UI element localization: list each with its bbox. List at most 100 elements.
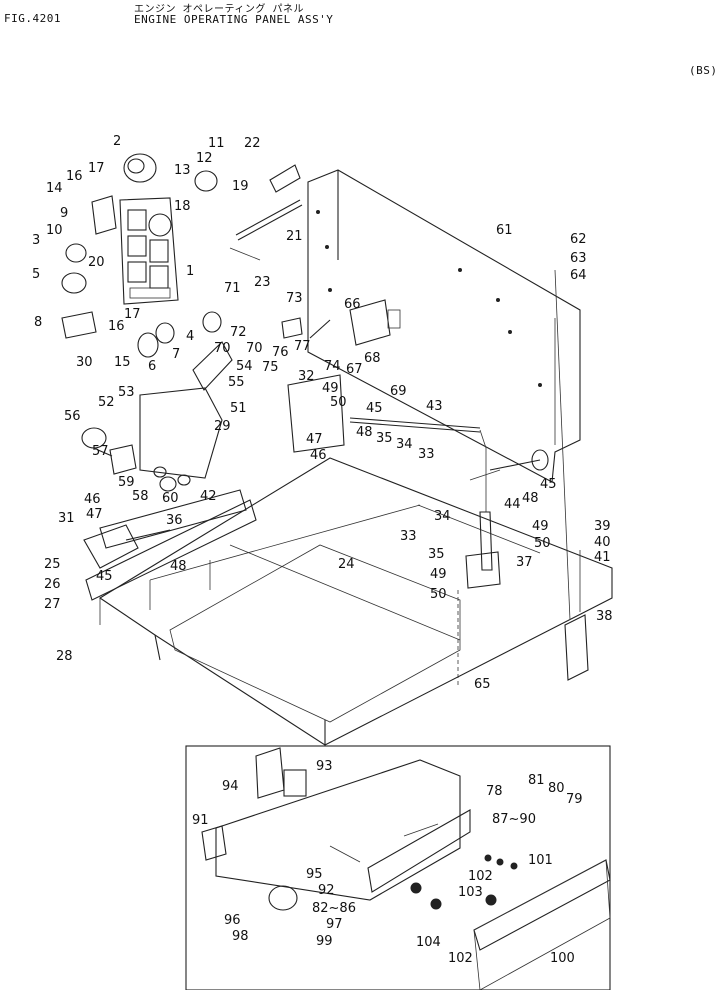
part-label-50c: 50 (534, 536, 551, 551)
part-label-54: 54 (236, 359, 253, 374)
part-label-77: 77 (294, 339, 311, 354)
part-label-55: 55 (228, 375, 245, 390)
part-label-14: 14 (46, 181, 63, 196)
part-label-100: 100 (550, 951, 575, 966)
part-label-27: 27 (44, 597, 61, 612)
part-label-36: 36 (166, 513, 183, 528)
part-number-labels: 2 11 12 13 22 19 16 17 14 9 10 18 21 3 2… (32, 134, 613, 966)
part-label-10: 10 (46, 223, 63, 238)
title-english: ENGINE OPERATING PANEL ASS'Y (134, 13, 334, 26)
part-label-8: 8 (34, 315, 42, 330)
part-label-92: 92 (318, 883, 335, 898)
part-label-48b: 48 (170, 559, 187, 574)
part-label-73: 73 (286, 291, 303, 306)
part-label-35: 35 (376, 431, 393, 446)
part-label-16: 16 (66, 169, 83, 184)
part-label-47b: 47 (86, 507, 103, 522)
part-label-72: 72 (230, 325, 247, 340)
part-label-28: 28 (56, 649, 73, 664)
part-label-80: 80 (548, 781, 565, 796)
part-label-97: 97 (326, 917, 343, 932)
part-label-34b: 34 (434, 509, 451, 524)
part-label-102: 102 (468, 869, 493, 884)
part-label-33: 33 (418, 447, 435, 462)
operating-panel (119, 197, 179, 305)
part-label-57: 57 (92, 444, 109, 459)
part-label-19: 19 (232, 179, 249, 194)
part-label-51: 51 (230, 401, 247, 416)
title-japanese: エンジン オペレーティング パネル (134, 4, 304, 15)
part-label-59: 59 (118, 475, 135, 490)
part-label-37: 37 (516, 555, 533, 570)
part-label-68: 68 (364, 351, 381, 366)
part-label-71: 71 (224, 281, 241, 296)
variant-code: (BS) (689, 64, 718, 77)
part-label-39: 39 (594, 519, 611, 534)
part-label-50b: 50 (430, 587, 447, 602)
part-label-24: 24 (338, 557, 355, 572)
part-label-11: 11 (208, 136, 225, 151)
part-label-18: 18 (174, 199, 191, 214)
part-label-99: 99 (316, 934, 333, 949)
part-label-103: 103 (458, 885, 483, 900)
figure-number: FIG.4201 (4, 12, 61, 25)
part-label-46: 46 (310, 448, 327, 463)
part-label-33b: 33 (400, 529, 417, 544)
part-label-20: 20 (88, 255, 105, 270)
part-label-94: 94 (222, 779, 239, 794)
part-label-49b: 49 (430, 567, 447, 582)
part-label-1: 1 (186, 264, 194, 279)
part-label-22: 22 (244, 136, 261, 151)
part-label-50: 50 (330, 395, 347, 410)
part-label-29: 29 (214, 419, 231, 434)
part-label-63: 63 (570, 251, 587, 266)
part-label-64: 64 (570, 268, 587, 283)
part-label-61: 61 (496, 223, 513, 238)
part-label-35b: 35 (428, 547, 445, 562)
part-label-3: 3 (32, 233, 40, 248)
part-label-45b: 45 (96, 569, 113, 584)
part-label-46b: 46 (84, 492, 101, 507)
part-label-95: 95 (306, 867, 323, 882)
part-label-98: 98 (232, 929, 249, 944)
part-label-13: 13 (174, 163, 191, 178)
part-label-25: 25 (44, 557, 61, 572)
part-label-17: 17 (88, 161, 105, 176)
part-label-82-86: 82~86 (312, 901, 356, 916)
part-label-17b: 17 (124, 307, 141, 322)
part-label-67: 67 (346, 362, 363, 377)
part-label-49c: 49 (532, 519, 549, 534)
part-label-75: 75 (262, 360, 279, 375)
part-label-53: 53 (118, 385, 135, 400)
part-label-87-90: 87~90 (492, 812, 536, 827)
part-label-65: 65 (474, 677, 491, 692)
part-label-5: 5 (32, 267, 40, 282)
part-label-16b: 16 (108, 319, 125, 334)
part-label-48: 48 (356, 425, 373, 440)
part-label-12: 12 (196, 151, 213, 166)
part-label-2: 2 (113, 134, 121, 149)
base-frame (98, 457, 613, 746)
part-label-62: 62 (570, 232, 587, 247)
part-label-9: 9 (60, 206, 68, 221)
part-label-34: 34 (396, 437, 413, 452)
part-label-60: 60 (162, 491, 179, 506)
part-label-21: 21 (286, 229, 303, 244)
part-label-4: 4 (186, 329, 194, 344)
part-label-81: 81 (528, 773, 545, 788)
part-label-47: 47 (306, 432, 323, 447)
part-label-66: 66 (344, 297, 361, 312)
detail-inset (185, 745, 611, 990)
part-label-91: 91 (192, 813, 209, 828)
part-label-6: 6 (148, 359, 156, 374)
part-label-93: 93 (316, 759, 333, 774)
part-label-170: 70 (214, 341, 231, 356)
side-panel (307, 169, 581, 483)
part-label-7: 7 (172, 347, 180, 362)
part-label-41: 41 (594, 550, 611, 565)
part-label-15: 15 (114, 355, 131, 370)
part-label-58: 58 (132, 489, 149, 504)
part-label-101: 101 (528, 853, 553, 868)
